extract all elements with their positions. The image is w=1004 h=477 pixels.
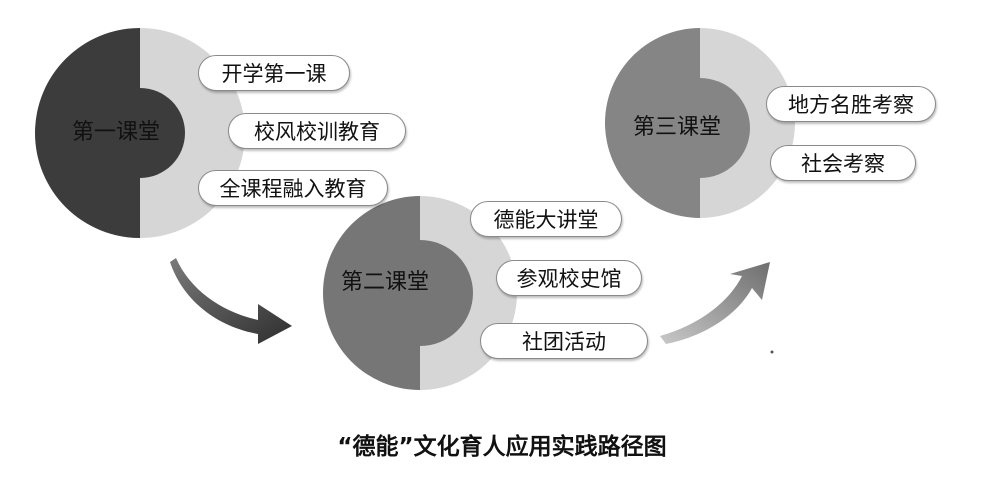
classroom-2-item: 德能大讲堂 (470, 201, 622, 237)
arrow-1-to-2 (170, 258, 292, 344)
arrow-2-to-3 (660, 262, 770, 344)
classroom-3-item: 地方名胜考察 (766, 86, 936, 122)
classroom-1-inner-half (140, 88, 185, 178)
classroom-1-title: 第一课堂 (72, 120, 161, 145)
classroom-3-inner-half (700, 78, 750, 178)
classroom-2-title: 第二课堂 (341, 270, 430, 295)
classroom-2-item: 社团活动 (480, 323, 648, 359)
classroom-1-item: 校风校训教育 (228, 113, 406, 149)
classroom-1-item: 全课程融入教育 (198, 170, 388, 206)
classroom-2-circle (323, 196, 517, 390)
classroom-2-inner-half (420, 240, 473, 346)
classroom-1-item: 开学第一课 (198, 55, 350, 91)
figure-caption: “德能”文化育人应用实践路径图 (337, 434, 667, 460)
stray-dot (770, 350, 774, 354)
classroom-3-title: 第三课堂 (633, 115, 722, 140)
classroom-1-left-half (35, 28, 140, 238)
classroom-3-left-half (605, 28, 700, 218)
classroom-2-left-half (323, 196, 420, 390)
classroom-3-item: 社会考察 (770, 145, 916, 181)
classroom-2-item: 参观校史馆 (496, 260, 642, 296)
